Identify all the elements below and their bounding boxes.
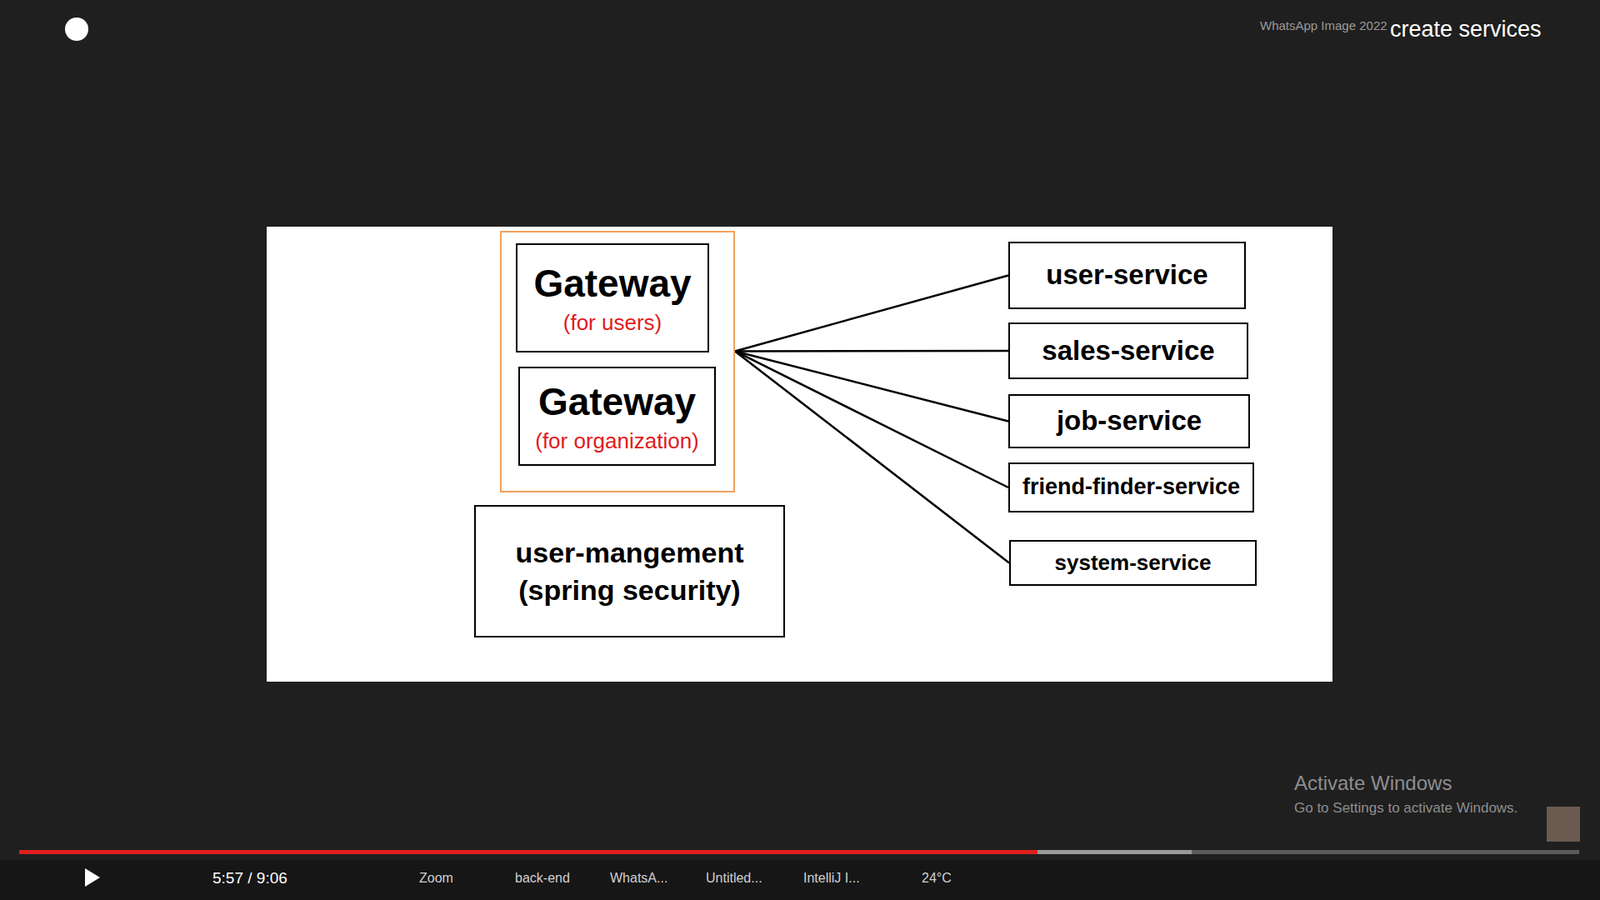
connector <box>735 275 1009 352</box>
service-box: system-service <box>1009 540 1257 586</box>
gateway-group: Gateway(for users)Gateway(for organizati… <box>500 230 735 493</box>
service-box: user-service <box>1008 241 1246 310</box>
node-title: Gateway <box>538 377 696 428</box>
file-name: WhatsApp Image 2022 <box>1260 18 1388 33</box>
progress-track <box>19 850 1580 855</box>
taskbar-item: back-end <box>515 870 570 886</box>
connector <box>735 350 1009 488</box>
progress-buffer <box>1037 850 1192 855</box>
diagram-panel <box>266 226 1333 682</box>
node-title: friend-finder-service <box>1022 472 1240 502</box>
progress-played <box>19 850 1038 855</box>
node-subtitle: (for organization) <box>535 427 700 456</box>
management-box: user-mangement (spring security) <box>474 505 785 638</box>
taskbar-item: Zoom <box>419 870 454 886</box>
service-box: job-service <box>1008 394 1250 449</box>
taskbar-item: IntelliJ I... <box>803 870 860 886</box>
clock-icon <box>65 17 89 41</box>
node-subtitle: (for users) <box>563 309 662 338</box>
node-title: user-mangement (spring security) <box>484 534 775 608</box>
watermark: Activate Windows <box>1294 771 1452 795</box>
connector <box>735 350 1009 421</box>
node-title: job-service <box>1056 403 1202 440</box>
taskbar-item: WhatsA... <box>610 870 668 886</box>
node-title: sales-service <box>1041 333 1215 370</box>
video-title: create services <box>1390 16 1542 43</box>
connector <box>735 350 1009 353</box>
taskbar-item: Untitled... <box>705 870 763 886</box>
node-title: Gateway <box>533 259 691 310</box>
service-box: sales-service <box>1008 322 1249 380</box>
time-display: 5:57 / 9:06 <box>212 869 288 888</box>
gateway-box: Gateway(for users) <box>515 243 710 353</box>
watermark: Go to Settings to activate Windows. <box>1294 800 1518 817</box>
gateway-box: Gateway(for organization) <box>518 366 716 466</box>
node-title: user-service <box>1045 257 1208 294</box>
weather-temp: 24°C <box>921 870 952 886</box>
play-icon <box>85 868 100 887</box>
service-box: friend-finder-service <box>1008 462 1255 513</box>
node-title: system-service <box>1055 549 1212 578</box>
avatar-thumb <box>1546 806 1580 842</box>
